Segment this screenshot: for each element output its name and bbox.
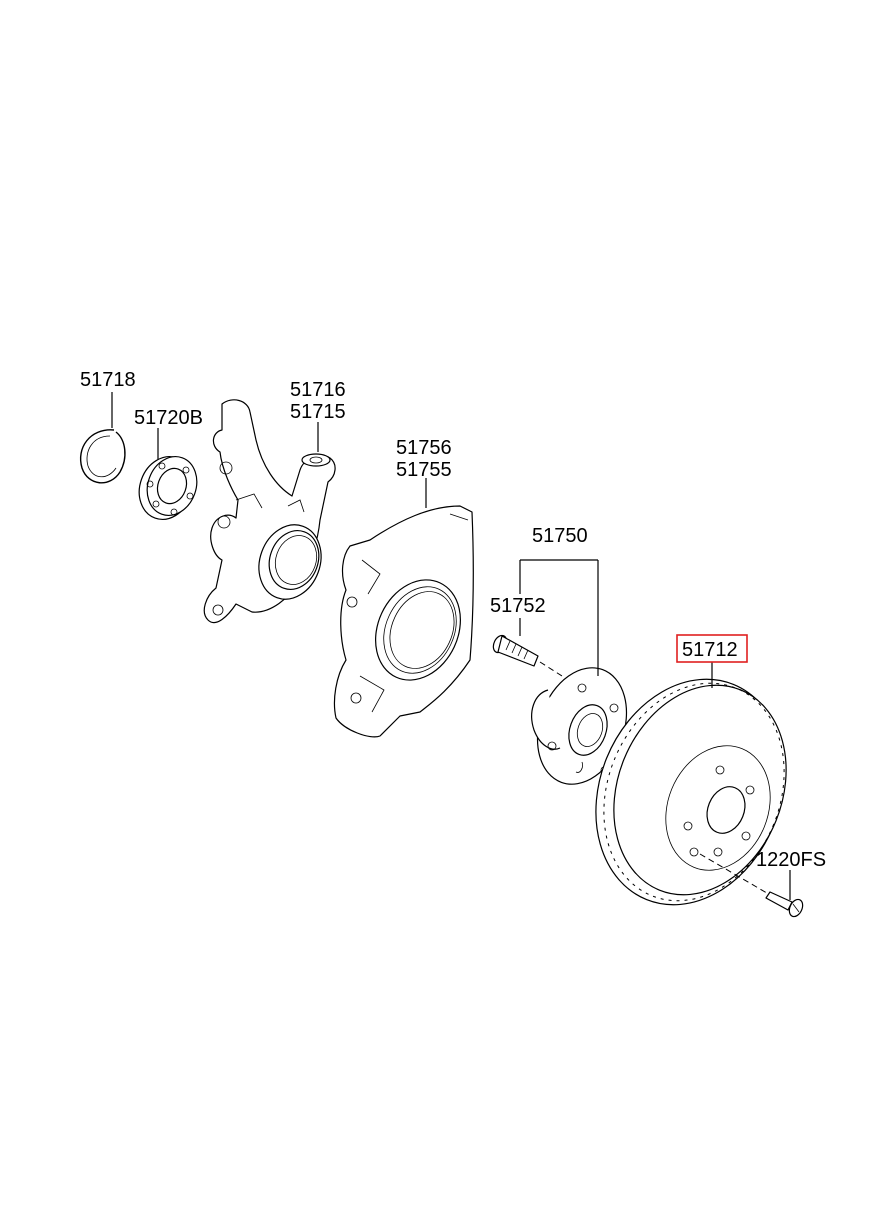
hub-bolt-part[interactable]: [491, 633, 539, 667]
snap-ring-part[interactable]: [80, 429, 126, 484]
label-51720B[interactable]: 51720B: [134, 407, 203, 429]
bearing-part[interactable]: [131, 449, 205, 527]
bolt-axis-line: [539, 661, 563, 677]
label-51755[interactable]: 51755: [396, 459, 452, 481]
label-1220FS[interactable]: 1220FS: [756, 849, 826, 871]
dust-cover-part[interactable]: [333, 505, 476, 738]
brake-disc-part[interactable]: [563, 651, 817, 934]
steering-knuckle-part[interactable]: [203, 399, 336, 624]
label-51756[interactable]: 51756: [396, 437, 452, 459]
label-51750[interactable]: 51750: [532, 525, 588, 547]
label-51718[interactable]: 51718: [80, 369, 136, 391]
label-51752[interactable]: 51752: [490, 595, 546, 617]
screw-axis-line: [699, 853, 773, 897]
wheel-hub-part[interactable]: [522, 655, 642, 796]
highlight-box-51712: [676, 634, 748, 663]
label-51715[interactable]: 51715: [290, 401, 346, 423]
label-51712[interactable]: 51712: [682, 639, 738, 661]
screw-part[interactable]: [765, 891, 805, 919]
label-51716[interactable]: 51716: [290, 379, 346, 401]
